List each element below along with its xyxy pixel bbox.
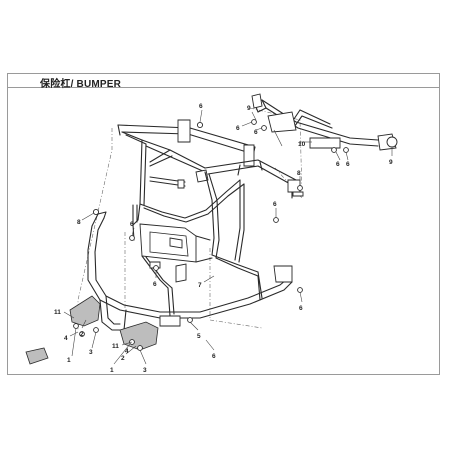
- callout-9: 9: [389, 159, 393, 166]
- callout-7: 7: [198, 282, 202, 289]
- callout-6: 6: [199, 103, 203, 110]
- callout-6: 6: [212, 353, 216, 360]
- front-bumper: [87, 211, 293, 331]
- callout-6: 6: [130, 221, 134, 228]
- callout-6: 6: [299, 305, 303, 312]
- callout-11: 11: [112, 343, 119, 350]
- callout-11: 11: [54, 309, 61, 316]
- callout-6: 6: [346, 161, 350, 168]
- callout-8: 8: [297, 170, 301, 177]
- callout-6: 6: [273, 201, 277, 208]
- callout-9: 9: [247, 105, 251, 112]
- callout-8: 8: [77, 219, 81, 226]
- upper-frame: [117, 119, 304, 289]
- callout-6: 6: [153, 281, 157, 288]
- diagram-title: 保险杠/ BUMPER: [40, 79, 122, 90]
- callout-4: 4: [125, 348, 129, 355]
- title-bar: [7, 73, 440, 88]
- callout-3: 3: [89, 349, 93, 356]
- callout-5: 5: [197, 333, 201, 340]
- fasteners: [73, 119, 349, 351]
- callout-6: 6: [236, 125, 240, 132]
- callout-1: 1: [67, 357, 71, 364]
- callout-2: 2: [121, 355, 125, 362]
- leader-lines: [63, 109, 393, 365]
- callout-2: 2: [80, 331, 84, 338]
- callout-10: 10: [298, 141, 306, 148]
- diagram-frame: [7, 73, 440, 375]
- brace-arm: [251, 93, 398, 151]
- callout-numbers: 6 9 6 6 10 8 9 8 6 6 6 6 6 7 6 11 2 4 1 …: [54, 103, 393, 374]
- callout-6: 6: [254, 129, 258, 136]
- callout-3: 3: [143, 367, 147, 374]
- callout-1: 1: [110, 367, 114, 374]
- callout-4: 4: [64, 335, 68, 342]
- callout-6: 6: [336, 161, 340, 168]
